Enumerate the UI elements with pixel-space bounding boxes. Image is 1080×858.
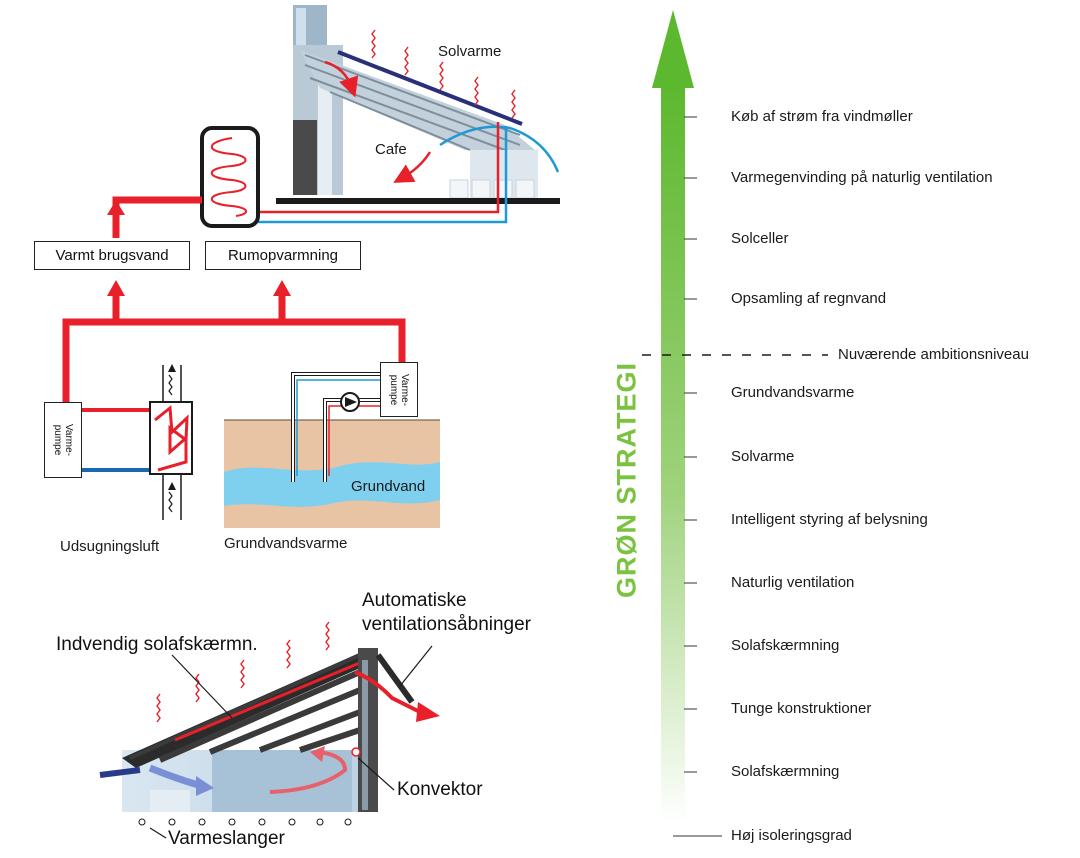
strategy-item: Køb af strøm fra vindmøller <box>731 108 913 125</box>
ambition-level-label: Nuværende ambitionsniveau <box>838 346 1029 363</box>
varmepumpe-exhaust-label: Varme- pumpe <box>51 423 74 457</box>
strategy-arrow <box>642 10 828 837</box>
varmepumpe-ground-box: Varme- pumpe <box>380 362 418 417</box>
cafe-label: Cafe <box>375 141 407 158</box>
greenhouse-section <box>99 621 440 839</box>
varmeslanger-label: Varmeslanger <box>168 828 285 849</box>
strategy-item: Solafskærmning <box>731 637 840 654</box>
hot-arrowheads <box>107 200 291 296</box>
hot-distribution-pipes <box>62 196 406 402</box>
indvendig-solafskaermning-label: Indvendig solafskærmn. <box>56 634 258 655</box>
varmt-brugsvand-box: Varmt brugsvand <box>34 241 190 270</box>
strategy-item: Naturlig ventilation <box>731 574 855 591</box>
ventilationsaabninger-label: ventilationsåbninger <box>362 614 532 635</box>
varmepumpe-exhaust-box: Varme- pumpe <box>44 402 82 478</box>
strategy-item: Opsamling af regnvand <box>731 290 887 307</box>
automatiske-label: Automatiske <box>362 590 467 611</box>
rumopvarmning-box: Rumopvarmning <box>205 241 361 270</box>
strategy-item: Solafskærmning <box>731 763 840 780</box>
strategy-item: Varmegenvinding på naturlig ventilation <box>731 169 993 186</box>
strategy-item: Tunge konstruktioner <box>731 700 872 717</box>
groundwater-heat <box>224 372 440 528</box>
varmepumpe-ground-label: Varme- pumpe <box>387 373 410 406</box>
solvarme-label: Solvarme <box>438 43 502 60</box>
strategy-item: Solceller <box>731 230 789 247</box>
strategy-item: Solvarme <box>731 448 795 465</box>
strategy-title: GRØN STRATEGI <box>611 361 642 599</box>
konvektor-label: Konvektor <box>397 779 483 800</box>
grundvandsvarme-caption: Grundvandsvarme <box>224 535 348 552</box>
udsugningsluft-caption: Udsugningsluft <box>60 538 160 555</box>
storage-tank <box>200 126 260 228</box>
strategy-item: Intelligent styring af belysning <box>731 511 928 528</box>
exhaust-air-heat-recovery <box>82 364 193 520</box>
strategy-item: Høj isoleringsgrad <box>731 827 852 844</box>
grundvand-label: Grundvand <box>351 478 426 495</box>
strategy-item: Grundvandsvarme <box>731 384 855 401</box>
cafe-building <box>240 5 560 224</box>
